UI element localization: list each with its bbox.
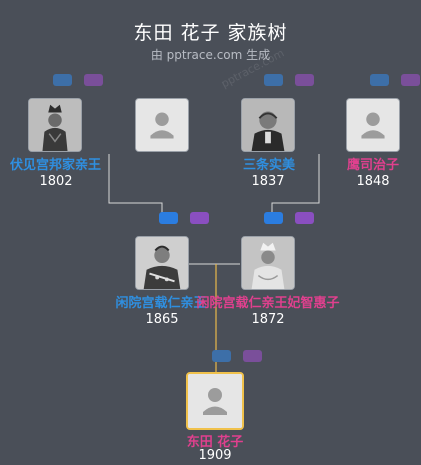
person-name-p6: 闲院宫载仁亲王妃智惠子 [196, 296, 340, 311]
parents-connector-right [271, 154, 320, 213]
family-badge-purple[interactable] [84, 74, 103, 86]
person-year-p4: 1848 [356, 174, 390, 189]
page-subtitle: 由 pptrace.com 生成 [150, 48, 271, 62]
portrait-photo-icon [136, 237, 188, 289]
person-name-p1: 伏见宫邦家亲王 [9, 158, 101, 173]
family-badge-purple[interactable] [190, 212, 209, 224]
person-year-p1: 1802 [39, 174, 73, 189]
family-badge-purple[interactable] [295, 212, 314, 224]
person-name-p7: 东田 花子 [186, 435, 244, 450]
person-year-p3: 1837 [251, 174, 285, 189]
person-name-p5: 闲院宫载仁亲王 [115, 296, 207, 311]
person-card-p3[interactable] [241, 98, 295, 152]
family-badge-blue[interactable] [53, 74, 72, 86]
portrait-photo-icon [29, 99, 81, 151]
person-placeholder-icon [188, 374, 242, 428]
person-placeholder-icon [136, 99, 188, 151]
person-name-p4: 鹰司治子 [346, 158, 399, 173]
family-badge-blue[interactable] [159, 212, 178, 224]
parents-connector-left [108, 154, 163, 213]
family-badge-blue[interactable] [264, 74, 283, 86]
portrait-photo-icon [242, 237, 294, 289]
family-badge-blue[interactable] [264, 212, 283, 224]
person-year-p5: 1865 [145, 312, 179, 327]
person-year-p6: 1872 [251, 312, 285, 327]
family-badge-blue[interactable] [212, 350, 231, 362]
page-title: 东田 花子 家族树 [133, 22, 288, 44]
person-placeholder-icon [347, 99, 399, 151]
portrait-photo-icon [242, 99, 294, 151]
person-name-p3: 三条实美 [242, 158, 295, 173]
family-badge-purple[interactable] [243, 350, 262, 362]
person-card-p6[interactable] [241, 236, 295, 290]
person-card-p7-selected[interactable] [186, 372, 244, 430]
family-badge-blue[interactable] [370, 74, 389, 86]
family-badge-purple[interactable] [295, 74, 314, 86]
person-card-p2[interactable] [135, 98, 189, 152]
person-card-p1[interactable] [28, 98, 82, 152]
person-card-p5[interactable] [135, 236, 189, 290]
person-card-p4[interactable] [346, 98, 400, 152]
family-badge-purple[interactable] [401, 74, 420, 86]
person-year-p7: 1909 [198, 448, 232, 463]
